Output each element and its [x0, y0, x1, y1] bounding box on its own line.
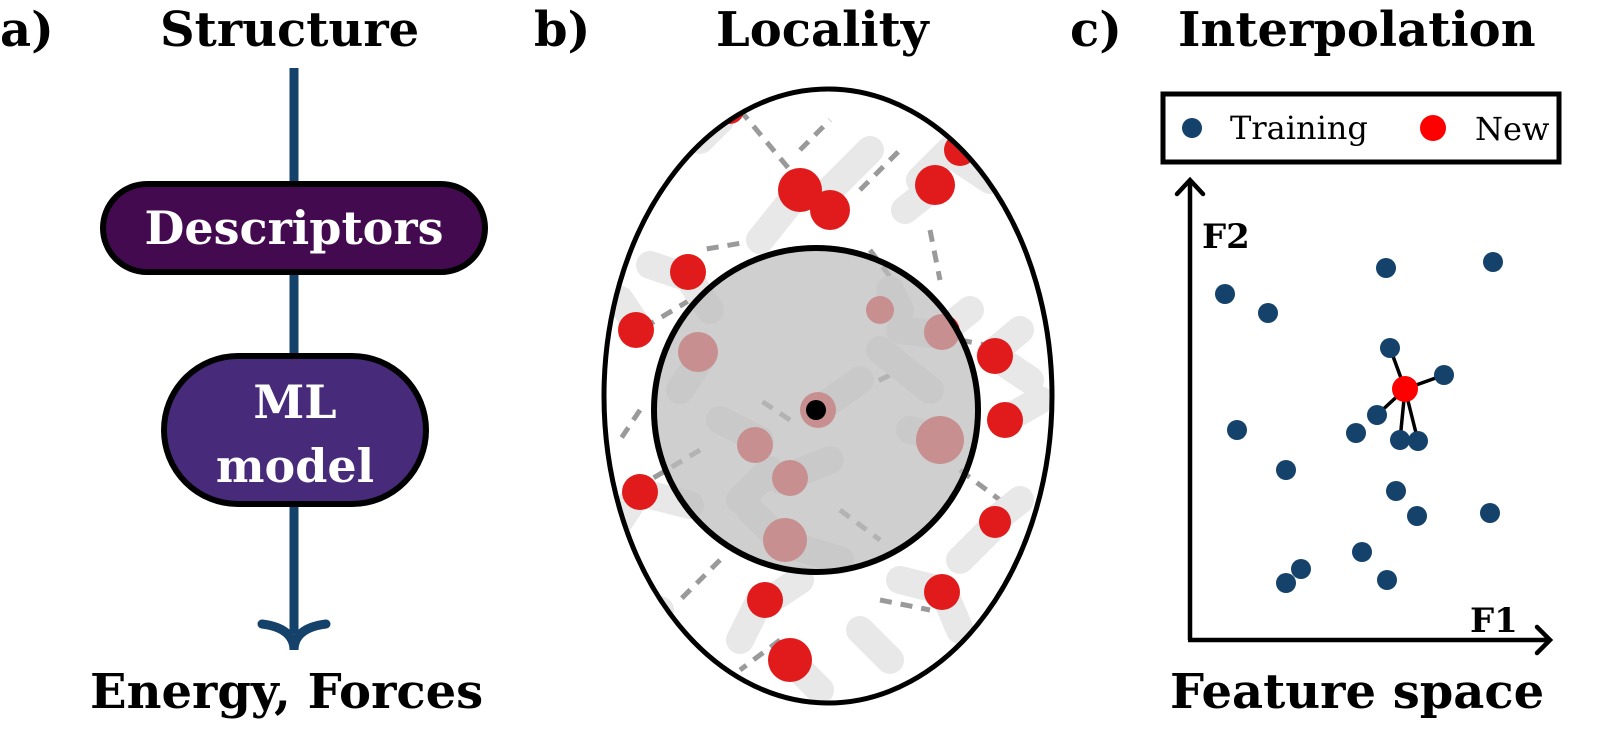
- y-axis-label: F2: [1202, 217, 1250, 257]
- ml-model-node-label-line1: ML: [253, 375, 336, 429]
- training-point: [1377, 570, 1397, 590]
- training-point: [1434, 365, 1454, 385]
- training-point: [1227, 420, 1247, 440]
- training-point: [1390, 430, 1410, 450]
- training-point: [1483, 252, 1503, 272]
- training-point: [1215, 284, 1235, 304]
- environment-boundary: [601, 86, 1055, 706]
- new-point: [1392, 376, 1418, 402]
- panel-c-title: Interpolation: [1178, 2, 1536, 58]
- ml-model-node: [161, 353, 429, 507]
- training-point: [1480, 503, 1500, 523]
- panel-b-title: Locality: [716, 2, 929, 58]
- central-atom: [806, 400, 826, 420]
- panel-c-caption: Feature space: [1170, 664, 1545, 720]
- descriptors-node: [100, 181, 488, 275]
- flow-arrowhead: [257, 619, 331, 651]
- descriptors-node-label: Descriptors: [145, 201, 444, 255]
- panel-c-letter: c): [1070, 2, 1122, 58]
- legend-box: [1160, 91, 1562, 165]
- y-axis-arrowhead: [1174, 176, 1206, 197]
- training-point: [1380, 338, 1400, 358]
- legend-training-label: Training: [1230, 109, 1368, 147]
- training-point: [1367, 405, 1387, 425]
- panel-b-locality: [601, 86, 1055, 706]
- training-point: [1407, 506, 1427, 526]
- training-point: [1352, 542, 1372, 562]
- training-point: [1291, 559, 1311, 579]
- training-point: [1408, 431, 1428, 451]
- panel-a-letter: a): [0, 2, 54, 58]
- training-point: [1386, 481, 1406, 501]
- training-point: [1276, 460, 1296, 480]
- training-point: [1276, 573, 1296, 593]
- ml-model-node-label-line2: model: [216, 439, 374, 493]
- panel-a-title: Structure: [160, 2, 420, 58]
- legend-training-marker: [1182, 118, 1202, 138]
- panel-c-interpolation: Training New F2 F1: [1160, 91, 1562, 656]
- panel-b-letter: b): [534, 2, 591, 58]
- training-points: [1215, 252, 1503, 593]
- training-point: [1258, 303, 1278, 323]
- panel-a-pipeline: Descriptors ML model: [100, 68, 488, 651]
- legend-new-label: New: [1475, 110, 1549, 148]
- training-point: [1346, 423, 1366, 443]
- panel-a-output-label: Energy, Forces: [90, 664, 484, 720]
- legend-new-marker: [1420, 115, 1446, 141]
- training-point: [1376, 258, 1396, 278]
- x-axis-label: F1: [1470, 601, 1518, 641]
- x-axis-arrowhead: [1534, 624, 1554, 656]
